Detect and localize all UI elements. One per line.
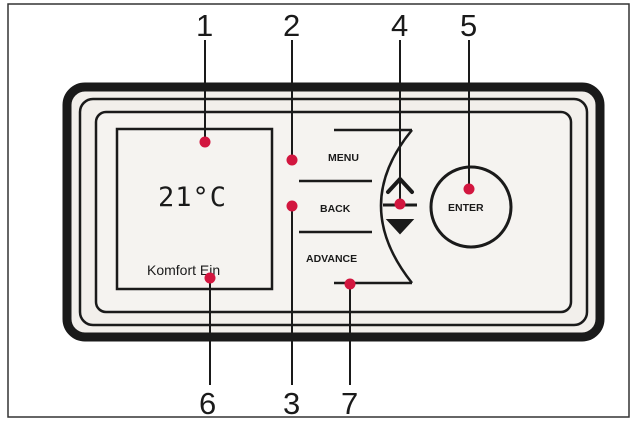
marker-1 — [199, 136, 211, 148]
marker-3 — [286, 200, 298, 212]
callout-leaders — [204, 40, 470, 385]
enter-button-ring[interactable] — [429, 165, 513, 249]
callout-7: 7 — [341, 386, 358, 421]
marker-4 — [394, 198, 406, 210]
callout-3: 3 — [283, 386, 300, 421]
callout-5: 5 — [460, 8, 477, 43]
display-status: Komfort Ein — [147, 262, 220, 278]
display-temperature: 21°C — [158, 182, 227, 213]
marker-6 — [204, 272, 216, 284]
menu-button[interactable]: MENU — [328, 152, 359, 164]
lcd-display — [115, 127, 274, 291]
housing-ring — [78, 97, 589, 327]
callout-4: 4 — [391, 8, 408, 43]
callout-6: 6 — [199, 386, 216, 421]
callout-markers — [199, 136, 475, 290]
enter-button[interactable]: ENTER — [448, 202, 484, 214]
marker-2 — [286, 154, 298, 166]
callout-2: 2 — [283, 8, 300, 43]
down-arrow-icon[interactable] — [385, 219, 415, 235]
marker-5 — [463, 183, 475, 195]
callout-1: 1 — [196, 8, 213, 43]
marker-7 — [344, 278, 356, 290]
back-button[interactable]: BACK — [320, 203, 351, 215]
advance-button[interactable]: ADVANCE — [306, 253, 357, 265]
